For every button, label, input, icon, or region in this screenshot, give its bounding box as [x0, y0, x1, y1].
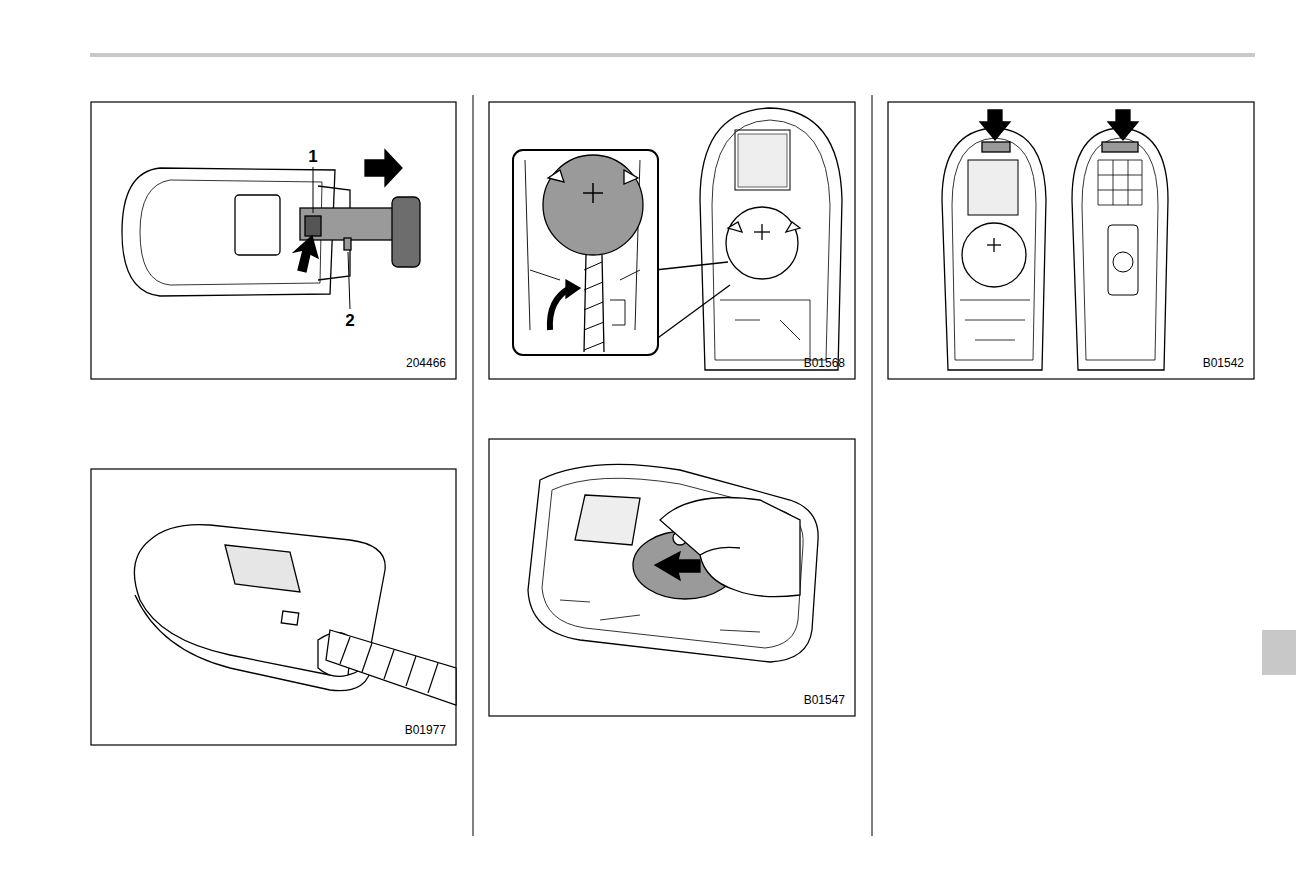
key-fob-side-part	[344, 238, 351, 250]
fob-halves-part	[968, 160, 1018, 215]
fob-back-interior-part	[700, 108, 842, 370]
page-rules-part	[90, 53, 1255, 57]
key-fob-side-part	[300, 208, 395, 240]
fob-back-interior-part	[513, 150, 658, 355]
fob-back-interior-part	[728, 222, 800, 232]
key-fob-perspective	[134, 525, 456, 705]
page-rules-part	[473, 95, 474, 836]
key-fob-perspective-part	[326, 630, 456, 705]
page-rules-part	[872, 95, 873, 836]
battery-insertion	[528, 464, 818, 662]
figure-frames-part	[489, 102, 855, 379]
fob-back-interior-part	[720, 300, 810, 360]
fob-halves-part	[1102, 142, 1138, 152]
fob-halves-part	[960, 300, 1030, 340]
key-fob-perspective-part-part	[340, 637, 350, 664]
figure-frames-part	[91, 469, 456, 745]
key-fob-side-part	[392, 197, 420, 267]
key-fob-side-part	[305, 216, 321, 236]
figure-frames	[91, 102, 1254, 745]
fob-back-interior-part	[548, 170, 638, 184]
battery-insertion-part	[528, 464, 818, 662]
figure-frames-part	[888, 102, 1254, 379]
fob-back-interior-part	[610, 300, 625, 325]
key-fob-perspective-part	[281, 611, 299, 625]
key-fob-side-part	[348, 252, 350, 309]
fob-back-interior	[513, 108, 842, 370]
fob-halves-part	[942, 128, 1046, 370]
fob-halves	[942, 110, 1168, 370]
fob-back-interior-part	[592, 183, 594, 203]
key-fob-side-part	[140, 180, 322, 285]
fob-back-interior-part	[584, 255, 604, 352]
battery-insertion-part	[542, 478, 803, 648]
fob-back-interior-part	[712, 120, 830, 360]
figure-code: B01977	[405, 724, 446, 736]
figure-code: 204466	[406, 357, 446, 369]
figure-frames-part	[91, 102, 456, 379]
fob-halves-part	[980, 110, 1010, 140]
fob-halves-part	[982, 142, 1010, 152]
battery-insertion-part	[575, 495, 640, 545]
fob-back-interior-part	[738, 134, 787, 187]
fob-back-interior-part	[655, 262, 728, 270]
fob-halves-part	[952, 138, 1036, 360]
battery-insertion-part	[560, 600, 760, 632]
callout-number: 2	[345, 312, 354, 329]
battery-insertion-part	[700, 547, 740, 555]
key-fob-side-part	[365, 150, 402, 186]
key-fob-side-part	[235, 195, 280, 255]
fob-back-interior-part	[761, 224, 762, 240]
key-fob-side	[122, 150, 420, 309]
page-rules-part	[1262, 630, 1296, 675]
key-fob-perspective-part-part	[362, 643, 372, 672]
key-fob-perspective-part-part	[406, 656, 416, 686]
figure-code: B01568	[804, 357, 845, 369]
fob-halves-part	[1098, 160, 1142, 205]
fob-halves-part	[1108, 110, 1138, 140]
fob-back-interior-part	[735, 130, 790, 190]
key-fob-side-part	[313, 167, 314, 213]
fob-halves-part	[993, 238, 994, 252]
callout-number: 1	[308, 148, 317, 165]
key-fob-side-part	[294, 236, 318, 272]
figure-code: B01547	[804, 694, 845, 706]
key-fob-perspective-part	[340, 637, 438, 693]
key-fob-perspective-part-part	[384, 650, 394, 679]
figure-frames-part	[489, 439, 855, 716]
fob-back-interior-part	[655, 285, 730, 340]
fob-back-interior-part	[726, 207, 798, 279]
fob-halves-part	[1113, 252, 1133, 272]
fob-back-interior-part	[566, 280, 580, 298]
fob-halves-part	[1082, 138, 1158, 360]
fob-halves-part	[1072, 128, 1168, 370]
battery-insertion-part	[655, 552, 700, 580]
fob-halves-part	[1108, 225, 1138, 295]
figure-code: B01542	[1203, 357, 1244, 369]
key-fob-perspective-part	[225, 545, 300, 592]
key-fob-perspective-part-part	[428, 663, 438, 693]
fob-halves-part	[962, 223, 1026, 287]
fob-back-interior-part	[543, 155, 643, 255]
page-rules	[90, 55, 1296, 836]
fob-back-interior-part	[584, 262, 604, 350]
battery-insertion-part	[660, 498, 800, 597]
